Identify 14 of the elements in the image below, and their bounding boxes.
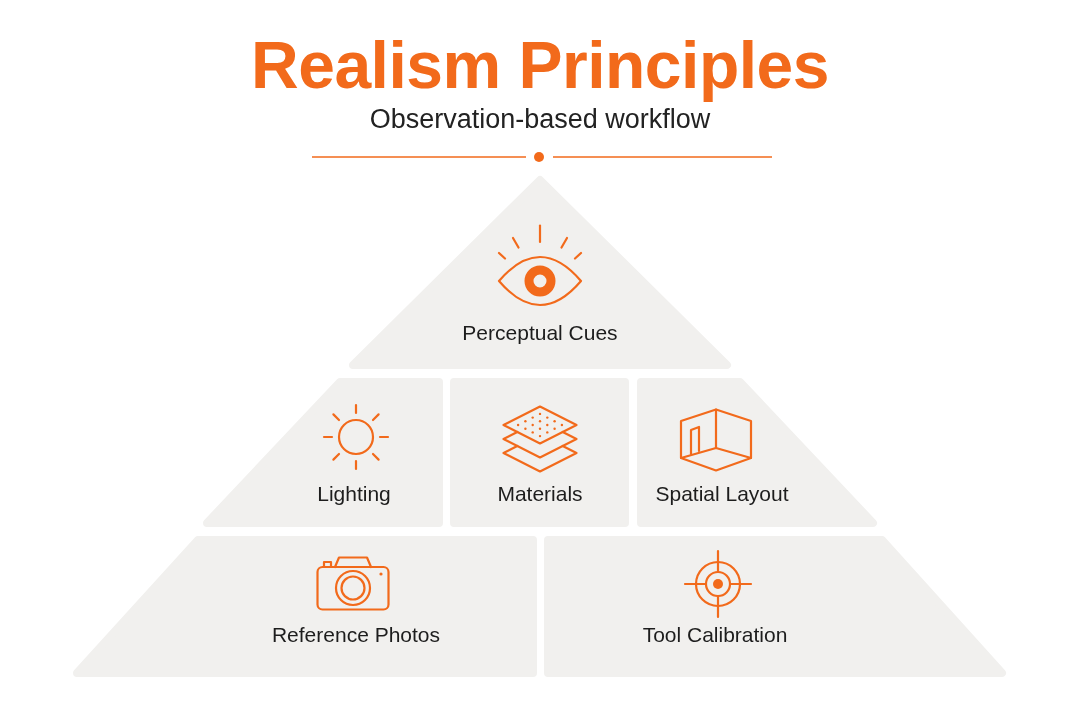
pyramid-segment — [348, 175, 732, 369]
tier-label: Materials — [497, 481, 583, 507]
pyramid-segment — [450, 378, 629, 527]
tier-label: Reference Photos — [271, 622, 441, 648]
pyramid-segment — [544, 536, 1007, 677]
tier-label: Spatial Layout — [655, 481, 789, 507]
pyramid-segment — [637, 378, 878, 527]
tier-label: Tool Calibration — [642, 622, 788, 648]
tier-label: Lighting — [317, 481, 391, 507]
subtitle: Observation-based workflow — [369, 104, 711, 136]
title: Realism Principles — [251, 28, 829, 104]
pyramid-segment — [72, 536, 537, 677]
pyramid-segment — [202, 378, 443, 527]
tier-label: Perceptual Cues — [462, 320, 618, 346]
